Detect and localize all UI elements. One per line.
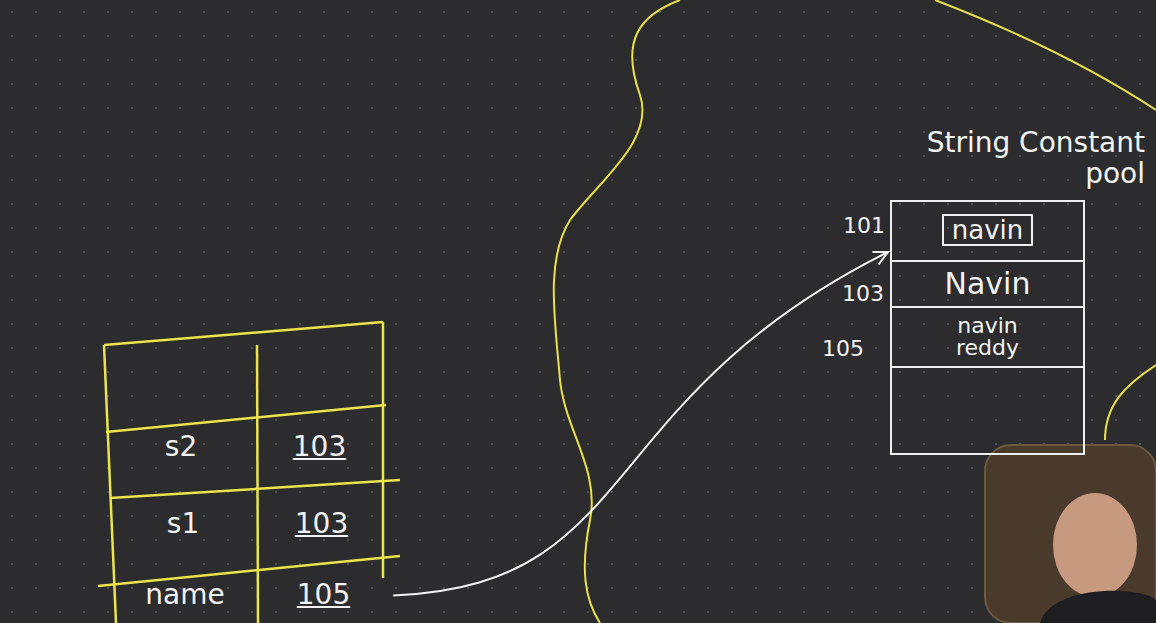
table-cell: s2: [106, 412, 256, 482]
table-cell: 105: [260, 568, 387, 623]
pointer-arrow: [393, 252, 888, 596]
node-text: navin: [942, 214, 1034, 246]
node-text: s1: [167, 509, 199, 540]
heap-outline: [935, 0, 1156, 110]
table-cell: name: [110, 568, 260, 623]
node-text: 103: [293, 432, 346, 463]
stack-row: s1 103: [108, 486, 385, 562]
pool-heading: String Constant pool: [860, 128, 1145, 190]
address-label: 101: [843, 213, 885, 238]
pool-cell: Navin: [890, 262, 1085, 308]
node-text: Navin: [945, 269, 1031, 299]
stack-row: name 105: [110, 568, 387, 623]
arrow-head: [872, 252, 888, 265]
node-text: 105: [297, 580, 350, 611]
stack-row: s2 103: [106, 412, 383, 482]
table-cell: 103: [256, 412, 383, 482]
node-text: navin reddy: [943, 315, 1033, 359]
string-pool: String Constant pool navinNavin navin redd…: [855, 128, 1150, 463]
table-cell: s1: [108, 486, 258, 562]
node-text: 103: [295, 509, 348, 540]
heap-outline: [1105, 365, 1156, 440]
pool-cell: navin: [890, 200, 1085, 262]
node-text: name: [145, 580, 224, 611]
table-cell: 103: [258, 486, 385, 562]
pool-cell: navin reddy: [890, 308, 1085, 368]
presenter-video: [985, 445, 1156, 623]
address-label: 103: [842, 281, 884, 306]
address-label: 105: [822, 336, 864, 361]
stack-table: [98, 322, 400, 623]
node-text: s2: [165, 432, 197, 463]
